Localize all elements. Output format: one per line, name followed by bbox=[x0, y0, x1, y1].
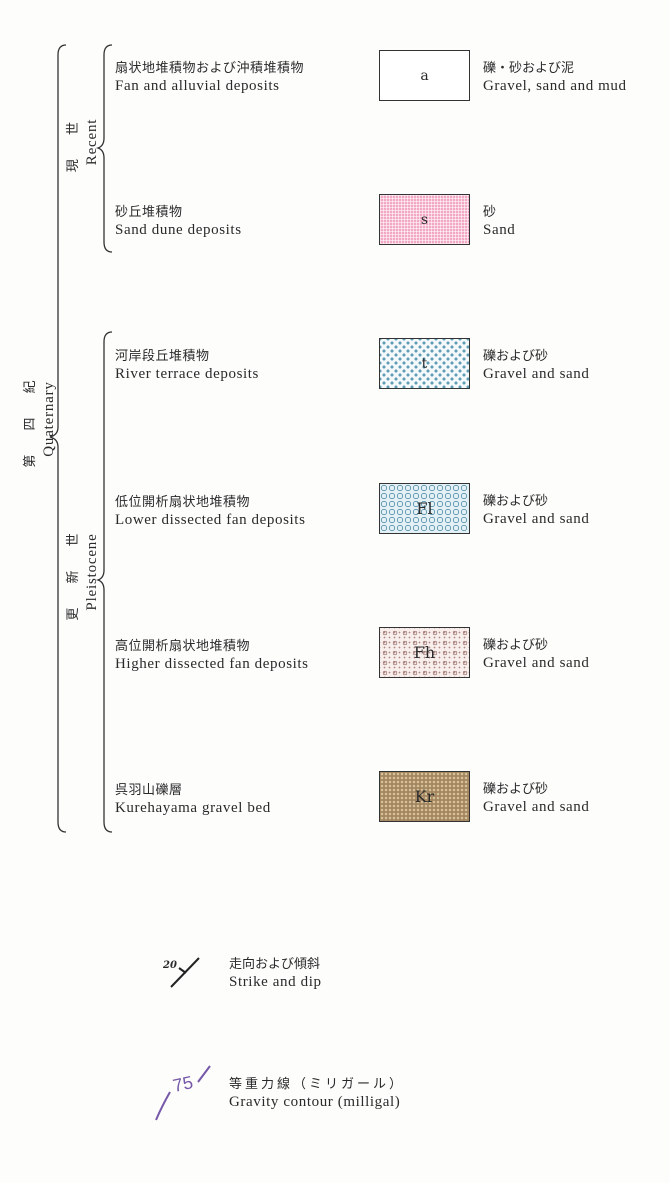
lithology-jp: 礫および砂 bbox=[483, 349, 549, 364]
unit-name-jp: 低位開析扇状地堆積物 bbox=[115, 495, 251, 510]
period-label-en: Quaternary bbox=[41, 381, 57, 457]
symbol-label-en: Strike and dip bbox=[229, 974, 322, 990]
unit-symbol: s bbox=[420, 211, 429, 228]
unit-swatch: Fh bbox=[379, 627, 470, 678]
unit-swatch: t bbox=[379, 338, 470, 389]
epoch-label-recent: 現 世 Recent bbox=[65, 82, 101, 202]
lithology-en: Gravel and sand bbox=[483, 511, 590, 527]
unit-name-jp: 呉羽山礫層 bbox=[115, 783, 183, 798]
unit-name-en: Fan and alluvial deposits bbox=[115, 78, 280, 94]
lithology-en: Sand bbox=[483, 222, 516, 238]
epoch-label-pleistocene: 更 新 世 Pleistocene bbox=[65, 492, 101, 652]
period-label-jp: 第 四 紀 bbox=[23, 370, 38, 468]
lithology-en: Gravel and sand bbox=[483, 366, 590, 382]
epoch-label-en: Recent bbox=[84, 118, 100, 166]
lithology-jp: 礫・砂および泥 bbox=[483, 61, 575, 76]
gravity-contour-icon bbox=[155, 1065, 211, 1121]
unit-swatch: a bbox=[379, 50, 470, 101]
unit-name-en: Sand dune deposits bbox=[115, 222, 242, 238]
unit-symbol: t bbox=[421, 355, 428, 372]
unit-name-en: River terrace deposits bbox=[115, 366, 259, 382]
period-label: 第 四 紀 Quaternary bbox=[22, 339, 58, 499]
unit-symbol: Fl bbox=[416, 499, 433, 518]
unit-name-jp: 扇状地堆積物および沖積堆積物 bbox=[115, 61, 305, 76]
lithology-en: Gravel and sand bbox=[483, 799, 590, 815]
contour-value: 75 bbox=[171, 1072, 195, 1096]
epoch-label-jp: 更 新 世 bbox=[66, 523, 81, 621]
unit-name-jp: 高位開析扇状地堆積物 bbox=[115, 639, 251, 654]
strike-dip-icon bbox=[170, 957, 200, 988]
unit-name-jp: 河岸段丘堆積物 bbox=[115, 349, 210, 364]
unit-swatch: Fl bbox=[379, 483, 470, 534]
unit-symbol: Kr bbox=[414, 787, 435, 806]
epoch-label-jp: 現 世 bbox=[66, 111, 81, 173]
dip-value: 20 bbox=[163, 960, 177, 971]
lithology-jp: 礫および砂 bbox=[483, 638, 549, 653]
lithology-jp: 砂 bbox=[483, 205, 497, 220]
lithology-en: Gravel, sand and mud bbox=[483, 78, 627, 94]
symbol-label-jp: 等重力線（ミリガール） bbox=[229, 1077, 406, 1092]
unit-name-en: Higher dissected fan deposits bbox=[115, 656, 309, 672]
symbol-label-jp: 走向および傾斜 bbox=[229, 957, 321, 972]
lithology-jp: 礫および砂 bbox=[483, 782, 549, 797]
unit-swatch: s bbox=[379, 194, 470, 245]
symbol-label-en: Gravity contour (milligal) bbox=[229, 1094, 401, 1110]
lithology-jp: 礫および砂 bbox=[483, 494, 549, 509]
epoch-label-en: Pleistocene bbox=[84, 533, 100, 611]
unit-name-en: Lower dissected fan deposits bbox=[115, 512, 306, 528]
unit-symbol: a bbox=[420, 67, 429, 84]
unit-symbol: Fh bbox=[413, 643, 436, 662]
unit-name-en: Kurehayama gravel bed bbox=[115, 800, 271, 816]
unit-name-jp: 砂丘堆積物 bbox=[115, 205, 183, 220]
lithology-en: Gravel and sand bbox=[483, 655, 590, 671]
unit-swatch: Kr bbox=[379, 771, 470, 822]
